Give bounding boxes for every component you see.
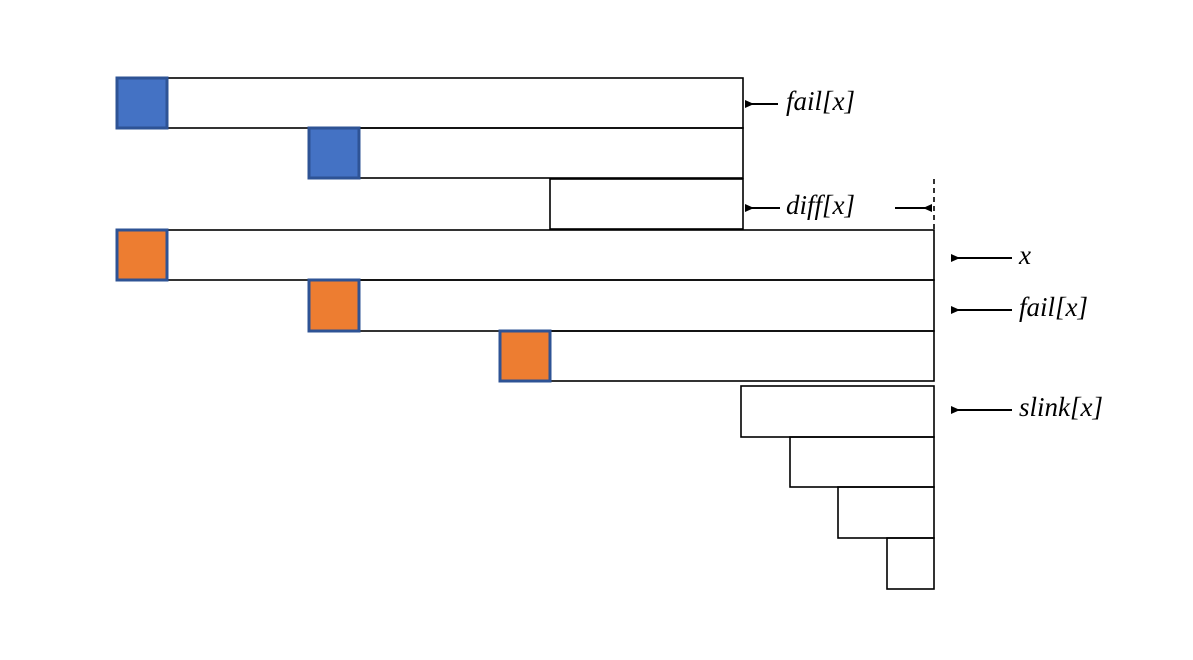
label-slink: slink[x] [1019,392,1103,422]
bar-outline [499,330,935,382]
bar-outline [116,77,744,129]
label-fail-mid: fail[x] [1019,292,1088,322]
bar-outline [308,279,935,332]
blue-square [115,76,169,130]
orange-square [115,228,169,282]
bar-outline [740,385,935,438]
bar-outline [789,436,935,488]
bar-outline [549,178,744,230]
label-fail-top: fail[x] [786,86,855,116]
blue-square [307,126,361,180]
orange-square [307,278,361,333]
bar-outline [116,229,935,281]
orange-square [498,329,552,383]
bar-outline [308,127,744,179]
bar-outline [837,486,935,539]
label-x: x [1018,240,1031,270]
bar-outline [886,537,935,590]
markers-layer [115,76,552,383]
label-diff: diff[x] [786,190,855,220]
